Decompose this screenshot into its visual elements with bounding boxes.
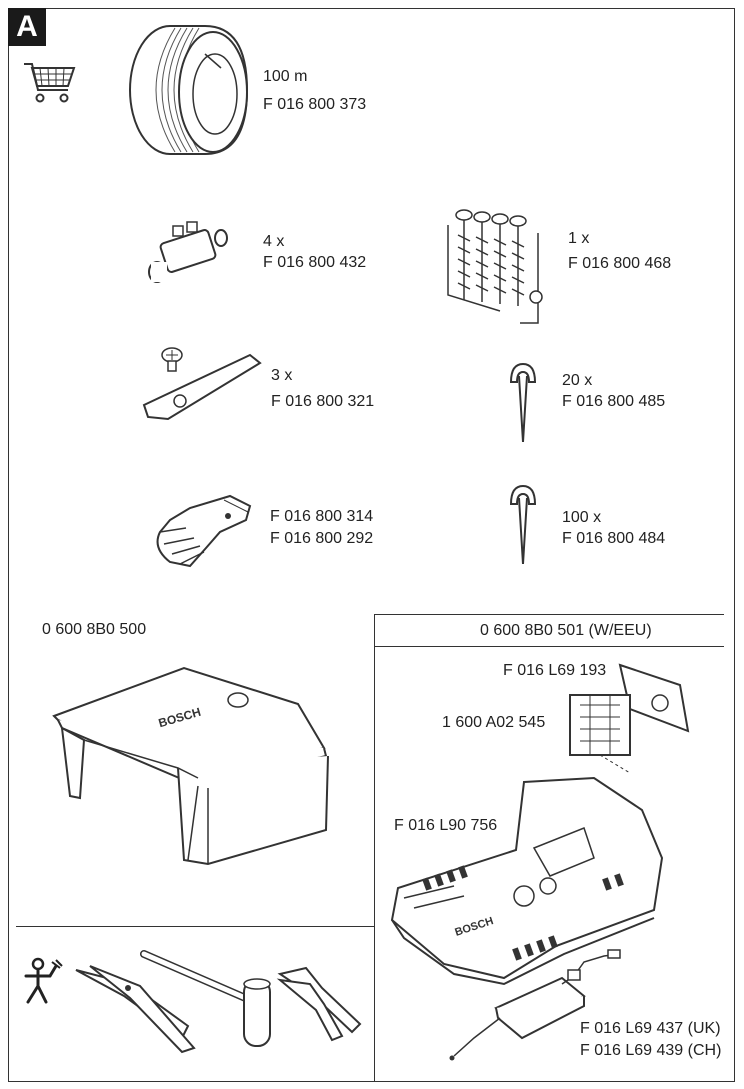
shopping-cart-icon — [24, 63, 76, 103]
connector-image — [148, 221, 228, 283]
blades-part-number: F 016 800 321 — [271, 393, 375, 410]
blades-image — [142, 347, 262, 421]
gloves-part-number-1: F 016 800 314 — [270, 508, 374, 525]
garage-image: BOSCH — [52, 666, 329, 866]
screws-part-number: F 016 800 468 — [568, 255, 672, 272]
psu-ch-part-number: F 016 L69 439 (CH) — [580, 1042, 722, 1059]
pegs-100-qty: 100 x — [562, 509, 602, 526]
wall-kit-header: 0 600 8B0 501 (W/EEU) — [480, 622, 652, 639]
screws-image — [447, 209, 543, 324]
tools-image — [75, 950, 362, 1054]
wall-mount-image — [569, 663, 690, 774]
connector-qty: 4 x — [263, 233, 285, 250]
divider-header-right — [374, 646, 724, 647]
divider-vertical — [374, 614, 375, 1082]
wire-qty: 100 m — [263, 68, 308, 85]
pegs-20-part-number: F 016 800 485 — [562, 393, 666, 410]
peg-20-image — [509, 362, 537, 443]
gloves-image — [156, 494, 252, 568]
section-badge: A — [8, 8, 46, 46]
gloves-part-number-2: F 016 800 292 — [270, 530, 374, 547]
screws-qty: 1 x — [568, 230, 590, 247]
person-tools-icon — [24, 957, 63, 1004]
psu-uk-part-number: F 016 L69 437 (UK) — [580, 1020, 721, 1037]
pegs-100-part-number: F 016 800 484 — [562, 530, 666, 547]
power-supply-image — [449, 949, 621, 1061]
garage-part-number: 0 600 8B0 500 — [42, 621, 147, 638]
charging-station-image: BOSCH — [390, 776, 664, 986]
divider-tools — [16, 926, 374, 927]
wall-cover-part-number: F 016 L69 193 — [503, 662, 607, 679]
wall-mount-part-number: 1 600 A02 545 — [442, 714, 546, 731]
blades-qty: 3 x — [271, 367, 293, 384]
pegs-20-qty: 20 x — [562, 372, 593, 389]
connector-part-number: F 016 800 432 — [263, 254, 367, 271]
station-part-number: F 016 L90 756 — [394, 817, 498, 834]
peg-100-image — [509, 484, 537, 565]
wire-part-number: F 016 800 373 — [263, 96, 367, 113]
accessory-page — [8, 8, 735, 1082]
wire-spool-image — [129, 25, 249, 155]
divider-top-right — [374, 614, 724, 615]
